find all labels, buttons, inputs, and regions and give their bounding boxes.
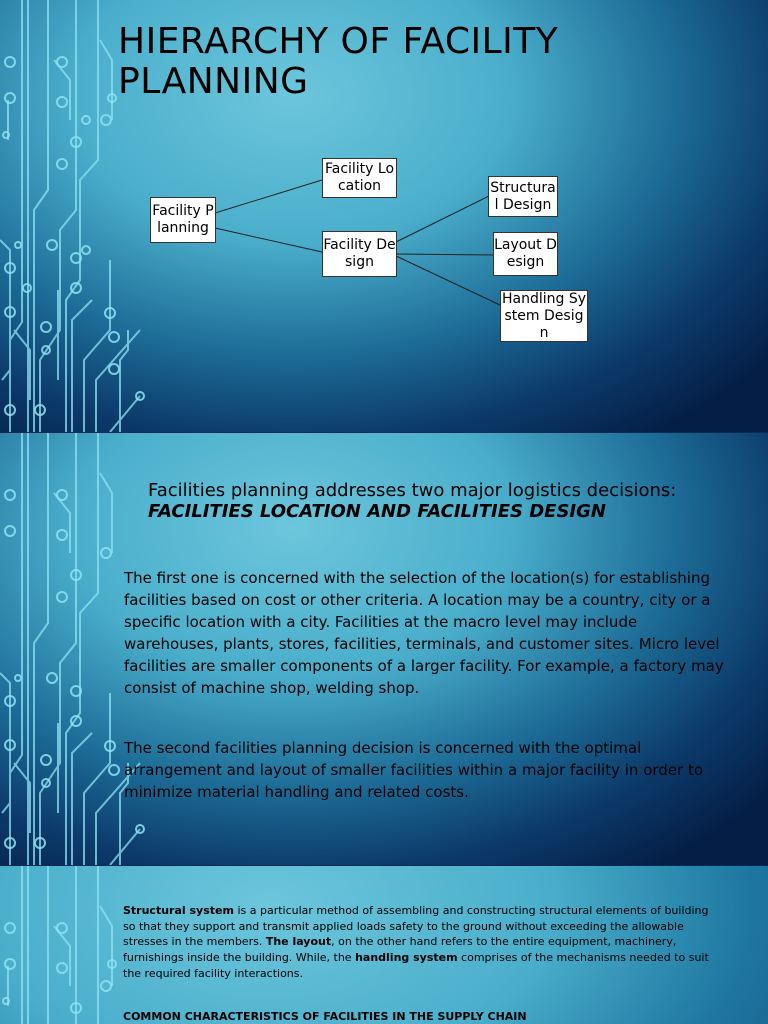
circuit-decoration (0, 0, 145, 432)
section-heading: COMMON CHARACTERISTICS OF FACILITIES IN … (123, 1010, 527, 1023)
text-handling: comprises of the mechanisms needed to su… (123, 951, 709, 980)
node-layout-design: Layout Design (493, 232, 558, 276)
slide2-lead-emphasis: FACILITIES LOCATION AND FACILITIES DESIG… (148, 501, 606, 522)
circuit-decoration (2, 866, 117, 1024)
term-handling-system: handling system (355, 951, 458, 965)
text-layout: , on the other hand refers to the entire… (123, 935, 677, 965)
term-structural-system: Structural system (123, 904, 234, 917)
text-structural: is a particular method of assembling and… (123, 904, 709, 949)
slide-decisions (0, 433, 768, 865)
term-layout: The layout (265, 935, 332, 949)
hierarchy-connectors (214, 179, 501, 306)
paragraph-location: The first one is concerned with the sele… (124, 569, 724, 697)
slide-title: HIERARCHY OF FACILITY PLANNING (118, 21, 559, 102)
node-facility-design: Facility Design (322, 231, 397, 277)
paragraph-design: The second facilities planning decision … (124, 739, 704, 801)
node-facility-planning: Facility Planning (150, 197, 216, 243)
circuit-decoration (0, 433, 145, 865)
node-facility-location: Facility Location (322, 158, 397, 198)
systems-paragraph: Structural system is a particular method… (123, 903, 723, 982)
slide-hierarchy: HIERARCHY OF FACILITY PLANNING Facility … (0, 0, 768, 432)
slide-systems (0, 866, 768, 1024)
node-handling-system-design: Handling System Design (500, 290, 588, 342)
slide2-lead: Facilities planning addresses two major … (148, 480, 677, 501)
node-structural-design: Structural Design (488, 176, 558, 217)
